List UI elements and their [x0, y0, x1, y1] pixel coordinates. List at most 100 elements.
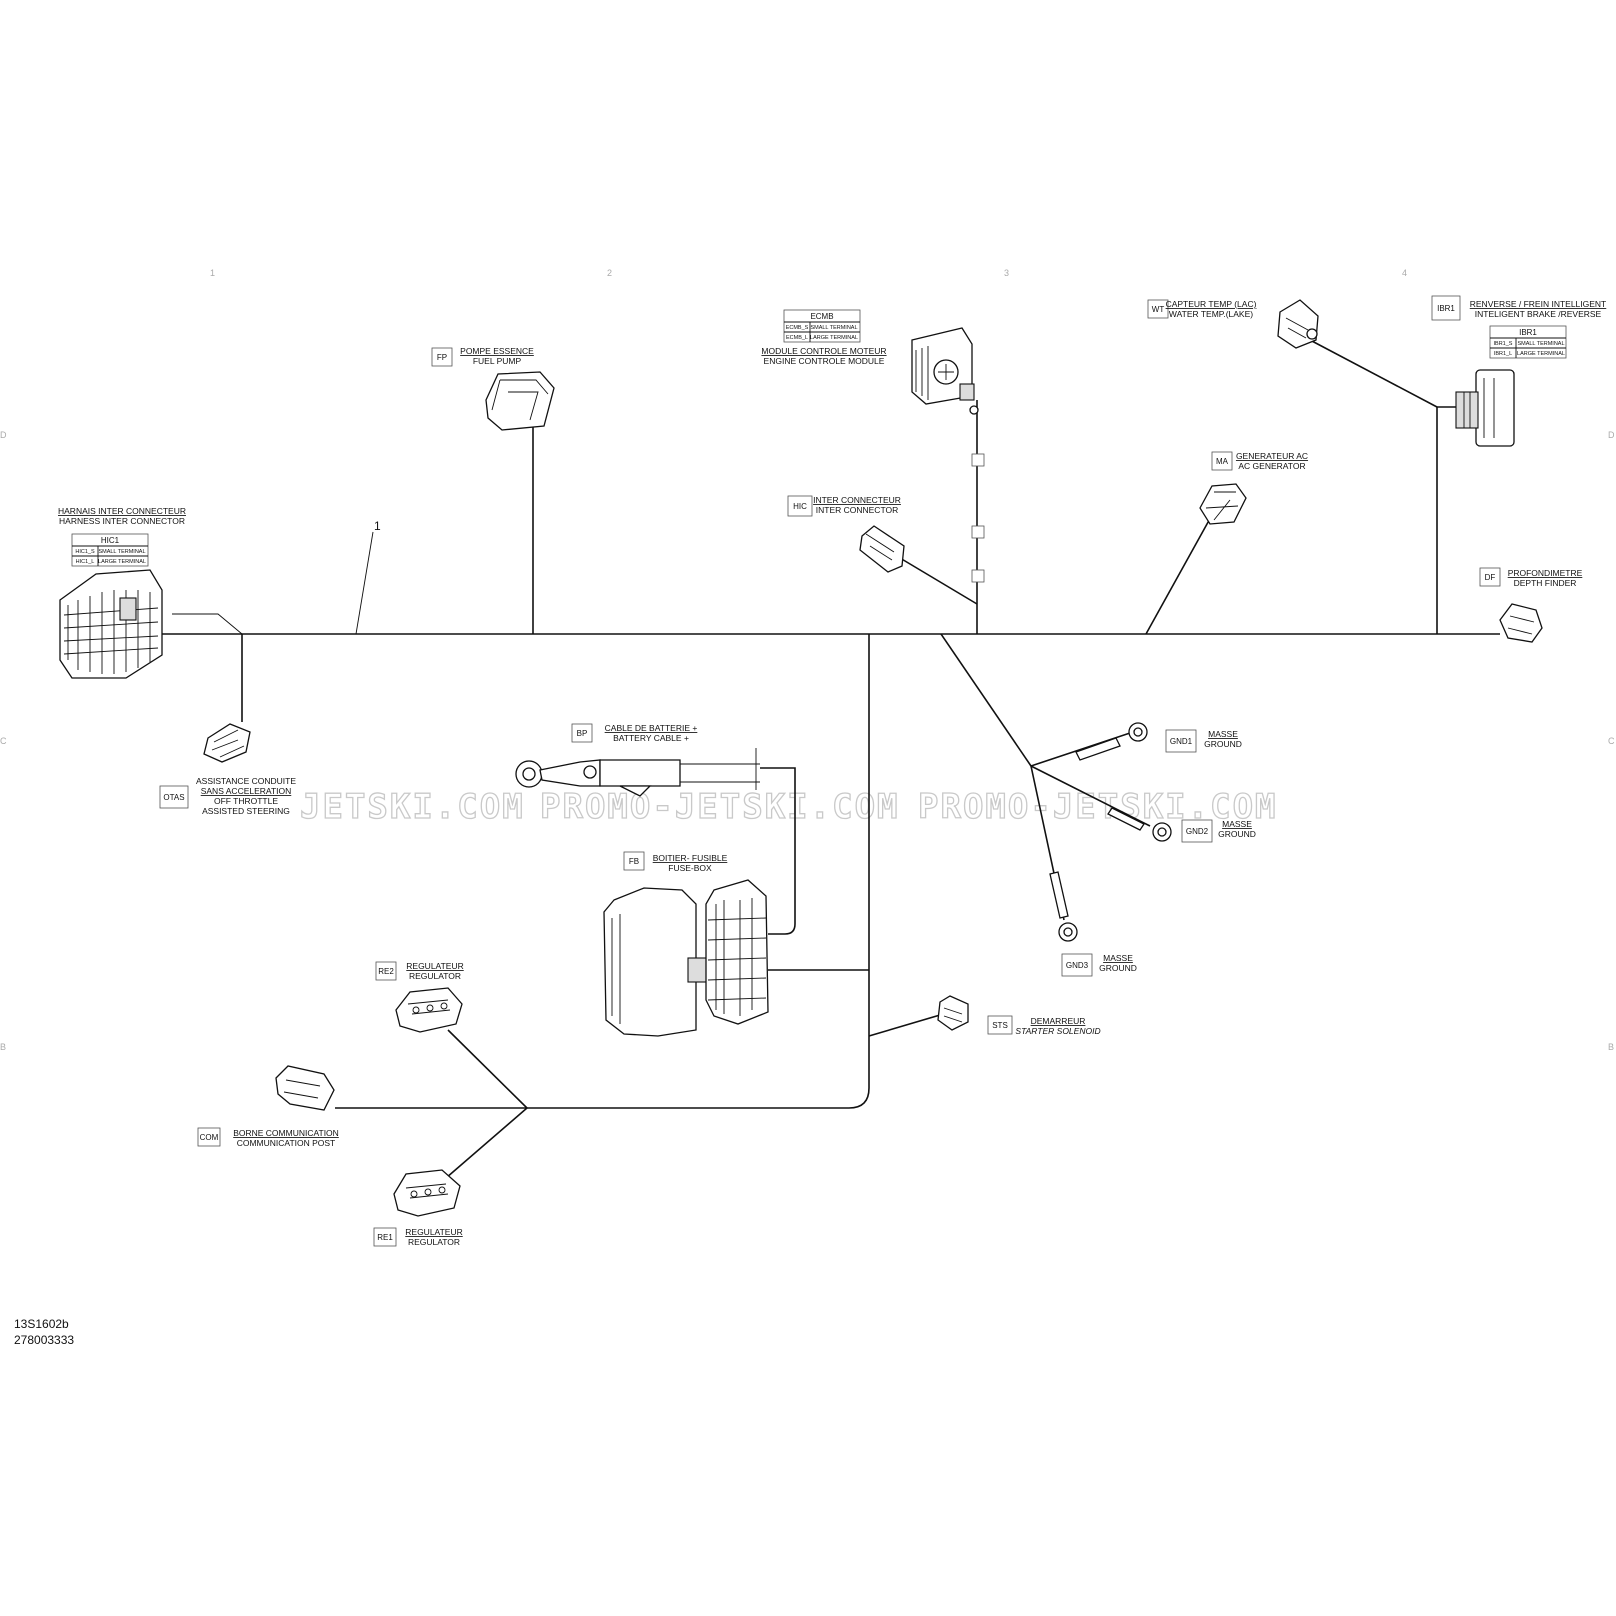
otas-line-1: ASSISTANCE CONDUITE: [196, 776, 296, 786]
ibr-branch-wire: [1436, 406, 1460, 634]
sts-label-fr: DEMARREUR: [1031, 1016, 1086, 1026]
df-code: DF: [1485, 573, 1496, 582]
bp-code: BP: [577, 729, 588, 738]
ecm-label-en: ENGINE CONTROLE MODULE: [764, 356, 885, 366]
depth-finder-connector: [1499, 603, 1543, 643]
bp-code-box: [571, 723, 593, 743]
water-temp-label: WT CAPTEUR TEMP (LAC) WATER TEMP.(LAKE): [1147, 299, 1257, 319]
ibr1-label: IBR1 RENVERSE / FREIN INTELLIGENT INTELI…: [1431, 295, 1607, 359]
depth-finder-label: DF PROFONDIMETRE DEPTH FINDER: [1479, 567, 1583, 588]
fp-code-box: [431, 347, 453, 367]
gnd2-label-fr: MASSE: [1222, 819, 1252, 829]
ground-terminal-gnd3: [1049, 871, 1078, 942]
hic1-lead-wire: [172, 613, 243, 635]
ecmb-terminal-table: [783, 309, 861, 343]
ibr1-terminal-table: [1489, 325, 1567, 359]
hic1-row2-code: HIC1_L: [76, 559, 95, 565]
grid-number-3: 3: [1004, 268, 1009, 278]
fb-label-en: FUSE-BOX: [668, 863, 712, 873]
inter-connector-hic: [859, 525, 905, 573]
intelligent-brake-reverse-connector: [1455, 369, 1515, 447]
sts-label-en: STARTER SOLENOID: [1015, 1026, 1100, 1036]
hic1-title-fr: HARNAIS INTER CONNECTEUR: [58, 506, 186, 516]
part-number: 278003333: [14, 1333, 74, 1347]
gnd2-code: GND2: [1186, 827, 1209, 836]
ma-label-en: AC GENERATOR: [1238, 461, 1305, 471]
re1-code-box: [373, 1227, 397, 1247]
ibr1-code-box: [1431, 295, 1461, 321]
ecmb-row1-desc: SMALL TERMINAL: [810, 325, 857, 331]
ibr1-label-fr: RENVERSE / FREIN INTELLIGENT: [1470, 299, 1607, 309]
bp-label-fr: CABLE DE BATTERIE +: [605, 723, 698, 733]
fb-code: FB: [629, 857, 639, 866]
ibr1-label-en: INTELIGENT BRAKE /REVERSE: [1475, 309, 1602, 319]
gnd1-label-fr: MASSE: [1208, 729, 1238, 739]
ecm-label-fr: MODULE CONTROLE MOTEUR: [761, 346, 886, 356]
watermark-2: PROMO-JETSKI.COM: [540, 787, 900, 827]
com-label-fr: BORNE COMMUNICATION: [233, 1128, 339, 1138]
re2-code-box: [375, 961, 397, 981]
ma-code-box: [1211, 451, 1233, 471]
harness-inter-connector-hic1: [59, 569, 163, 679]
ac-generator-connector: [1199, 483, 1247, 525]
gnd1-code: GND1: [1170, 737, 1193, 746]
water-temp-branch-wire: [1309, 339, 1438, 408]
communication-post-connector: [275, 1065, 335, 1111]
battery-cable: [515, 748, 760, 797]
otas-line-2: SANS ACCELERATION: [201, 786, 292, 796]
ibr1-row2-code: IBR1_L: [1494, 351, 1512, 357]
re2-label-en: REGULATOR: [409, 971, 461, 981]
hic-label-fr: INTER CONNECTEUR: [813, 495, 901, 505]
fp-label-en: FUEL PUMP: [473, 356, 522, 366]
ecmb-row2-desc: LARGE TERMINAL: [810, 335, 858, 341]
gnd2-code-box: [1181, 819, 1213, 843]
callout-number: 1: [374, 519, 381, 533]
gnd1-label: GND1 MASSE GROUND: [1165, 729, 1242, 753]
re2-branch-wire: [447, 1029, 528, 1109]
gnd3-code: GND3: [1066, 961, 1089, 970]
fp-code: FP: [437, 353, 447, 362]
re2-label-fr: REGULATEUR: [406, 961, 463, 971]
hic1-terminal-table: [71, 533, 149, 567]
ecm-wire-markers: [971, 453, 985, 583]
hic-label-en: INTER CONNECTOR: [816, 505, 899, 515]
watermark-3: PROMO-JETSKI.COM: [918, 787, 1278, 827]
re1-label-en: REGULATOR: [408, 1237, 460, 1247]
hic1-title-en: HARNESS INTER CONNECTOR: [59, 516, 185, 526]
ibr1-code: IBR1: [1437, 304, 1455, 313]
sts-code: STS: [992, 1021, 1008, 1030]
regulator-re1-connector: [393, 1169, 461, 1217]
com-code-box: [197, 1127, 221, 1147]
watermarks: JETSKI.COM PROMO-JETSKI.COM PROMO-JETSKI…: [299, 786, 1278, 827]
gnd3-code-box: [1061, 953, 1093, 977]
harness-wires: [158, 339, 1500, 1179]
otas-label: OTAS ASSISTANCE CONDUITE SANS ACCELERATI…: [159, 776, 296, 816]
ac-generator-branch-wire: [1145, 514, 1213, 635]
ma-label-fr: GENERATEUR AC: [1236, 451, 1308, 461]
regulator-re1-label: RE1 REGULATEUR REGULATOR: [373, 1227, 463, 1247]
gnd3-label-fr: MASSE: [1103, 953, 1133, 963]
otas-code: OTAS: [163, 793, 184, 802]
grid-number-1: 1: [210, 268, 215, 278]
water-temp-sensor: [1277, 299, 1319, 349]
otas-line-4: ASSISTED STEERING: [202, 806, 290, 816]
battery-cable-wire: [760, 767, 796, 935]
ecmb-row2-code: ECMB_L: [786, 335, 808, 341]
hic1-code: HIC1: [101, 536, 120, 545]
regulator-re2-connector: [395, 987, 463, 1033]
gnd2-label: GND2 MASSE GROUND: [1181, 819, 1256, 843]
com-label-en: COMMUNICATION POST: [237, 1138, 336, 1148]
re1-branch-wire: [445, 1107, 528, 1179]
wt-label-en: WATER TEMP.(LAKE): [1169, 309, 1253, 319]
ibr1-table-title: IBR1: [1519, 328, 1537, 337]
ibr1-row2-desc: LARGE TERMINAL: [1517, 351, 1565, 357]
battery-cable-label: BP CABLE DE BATTERIE + BATTERY CABLE +: [571, 723, 698, 743]
df-label-en: DEPTH FINDER: [1514, 578, 1577, 588]
fuse-box: [603, 879, 769, 1037]
re2-code: RE2: [378, 967, 394, 976]
engine-control-module: [911, 327, 979, 415]
starter-solenoid-connector: [937, 995, 969, 1031]
sts-code-box: [987, 1015, 1013, 1035]
callout-1-leader: [355, 531, 374, 635]
bp-label-en: BATTERY CABLE +: [613, 733, 689, 743]
